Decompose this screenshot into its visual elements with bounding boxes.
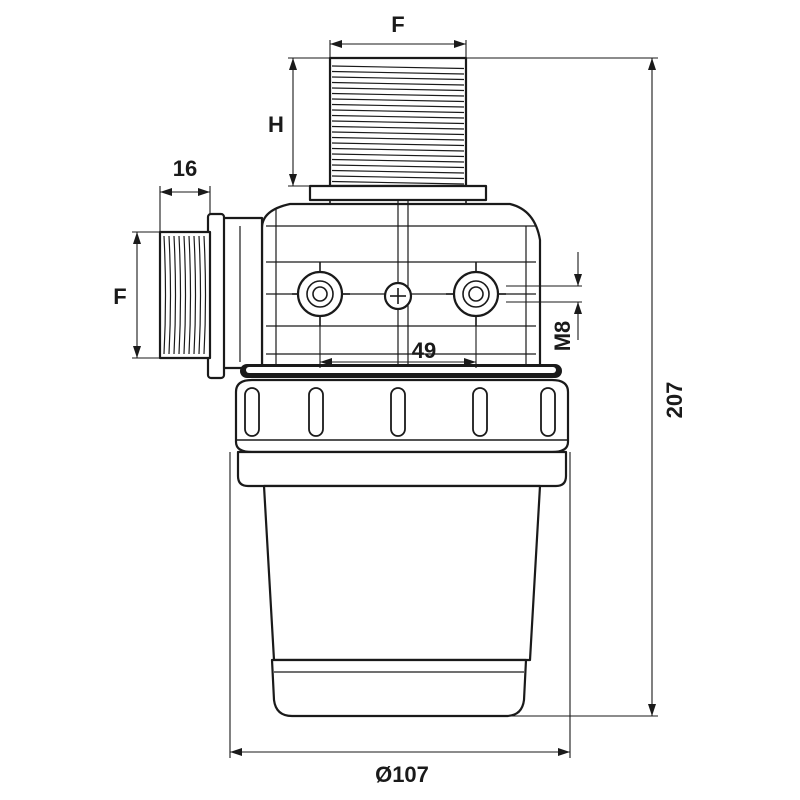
label-top-thread: F bbox=[391, 12, 404, 37]
nut-rib bbox=[472, 387, 488, 437]
seal-ring bbox=[240, 364, 562, 378]
dimension-top-height: H bbox=[268, 57, 330, 187]
thread-line bbox=[203, 235, 207, 355]
filter-bowl bbox=[236, 450, 568, 718]
label-diameter: Ø107 bbox=[375, 762, 429, 787]
thread-line bbox=[331, 131, 465, 136]
nut-rib bbox=[390, 387, 406, 437]
dimension-total-height: 207 bbox=[466, 57, 687, 717]
thread-line bbox=[198, 235, 202, 355]
label-total-height: 207 bbox=[662, 382, 687, 419]
thread-line bbox=[331, 136, 465, 141]
thread-line bbox=[163, 235, 167, 355]
thread-line bbox=[168, 235, 172, 355]
label-hole-spacing: 49 bbox=[412, 338, 436, 363]
dimension-bolt: M8 bbox=[506, 252, 582, 351]
dimension-side-length: 16 bbox=[159, 156, 211, 232]
thread-line bbox=[331, 98, 465, 103]
thread-line bbox=[331, 169, 465, 174]
thread-line bbox=[331, 92, 465, 97]
label-bolt: M8 bbox=[550, 321, 575, 352]
thread-line bbox=[331, 158, 465, 163]
dimension-diameter: Ø107 bbox=[229, 452, 571, 787]
nut-rib bbox=[540, 387, 556, 437]
label-side-length: 16 bbox=[173, 156, 197, 181]
thread-line bbox=[331, 65, 465, 70]
thread-line bbox=[193, 235, 197, 355]
thread-line bbox=[331, 70, 465, 75]
thread-line bbox=[331, 76, 465, 81]
side-threaded-inlet bbox=[158, 212, 264, 380]
thread-line bbox=[331, 120, 465, 125]
thread-line bbox=[331, 153, 465, 158]
nut-rib bbox=[244, 387, 260, 437]
dimension-top-thread: F bbox=[329, 12, 467, 60]
thread-line bbox=[331, 109, 465, 114]
mounting-boss-left bbox=[292, 262, 350, 326]
thread-line bbox=[331, 114, 465, 119]
thread-line bbox=[183, 235, 187, 355]
label-top-height: H bbox=[268, 112, 284, 137]
thread-line bbox=[331, 175, 465, 180]
label-side-thread: F bbox=[113, 284, 126, 309]
dimension-hole-spacing: 49 bbox=[319, 316, 477, 368]
thread-line bbox=[331, 164, 465, 169]
bowl-ring-nut bbox=[234, 378, 570, 454]
thread-line bbox=[331, 180, 465, 185]
thread-line bbox=[331, 125, 465, 130]
thread-line bbox=[178, 235, 182, 355]
thread-line bbox=[331, 147, 465, 152]
thread-line bbox=[331, 87, 465, 92]
thread-line bbox=[188, 235, 192, 355]
nut-rib bbox=[308, 387, 324, 437]
dimension-side-thread: F bbox=[113, 231, 160, 359]
thread-line bbox=[331, 142, 465, 147]
thread-line bbox=[173, 235, 177, 355]
thread-line bbox=[331, 81, 465, 86]
filter-head bbox=[260, 200, 542, 370]
thread-line bbox=[331, 103, 465, 108]
top-threaded-inlet bbox=[308, 56, 488, 212]
